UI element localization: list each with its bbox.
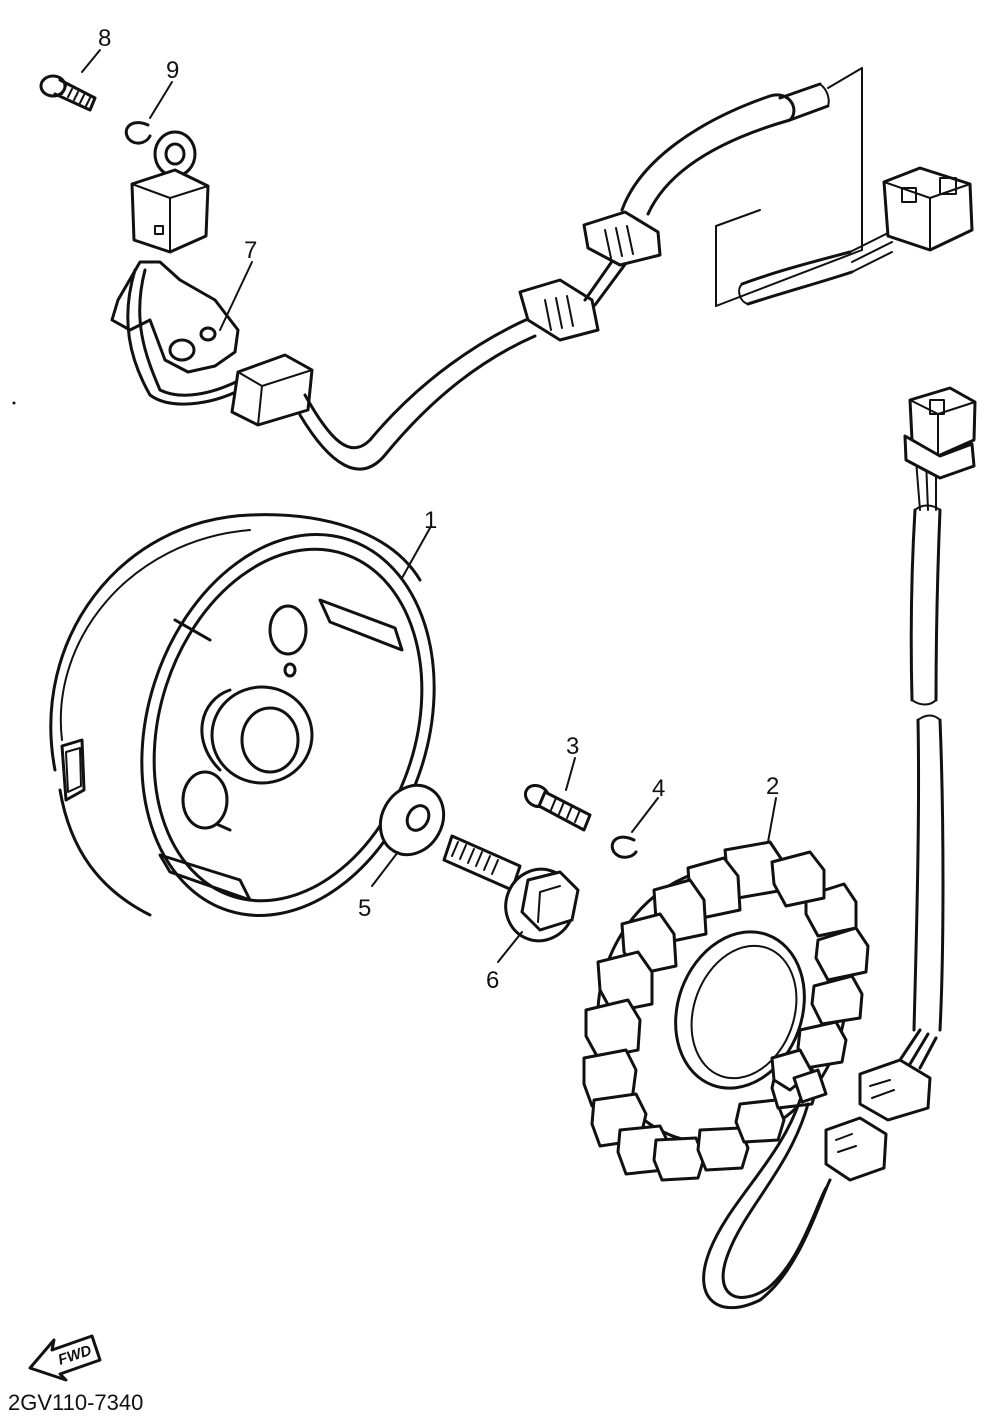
diagram-code: 2GV110-7340 xyxy=(8,1390,143,1415)
callout-8: 8 xyxy=(98,25,111,52)
screw-part-8[interactable] xyxy=(39,74,97,112)
callout-4: 4 xyxy=(652,775,665,802)
callout-2: 2 xyxy=(766,773,779,800)
screw-part-3[interactable] xyxy=(522,781,592,832)
stator-lead-wire[interactable] xyxy=(702,386,977,1310)
callout-7: 7 xyxy=(244,237,257,264)
callout-6: 6 xyxy=(486,967,499,994)
callout-5: 5 xyxy=(358,895,371,922)
rotor-part-1[interactable] xyxy=(49,496,482,953)
upper-connector[interactable] xyxy=(738,166,974,306)
callout-1: 1 xyxy=(424,507,437,534)
fwd-arrow-icon: FWD xyxy=(28,1334,102,1382)
stator-part-2[interactable] xyxy=(559,832,884,1182)
callout-9: 9 xyxy=(166,57,179,84)
bolt-part-6[interactable] xyxy=(442,834,584,950)
washer-part-5[interactable] xyxy=(368,774,456,866)
pickup-coil-part-7[interactable] xyxy=(110,82,830,471)
clip-part-9[interactable] xyxy=(124,121,152,145)
callout-3: 3 xyxy=(566,733,579,760)
clip-part-4[interactable] xyxy=(610,835,638,859)
